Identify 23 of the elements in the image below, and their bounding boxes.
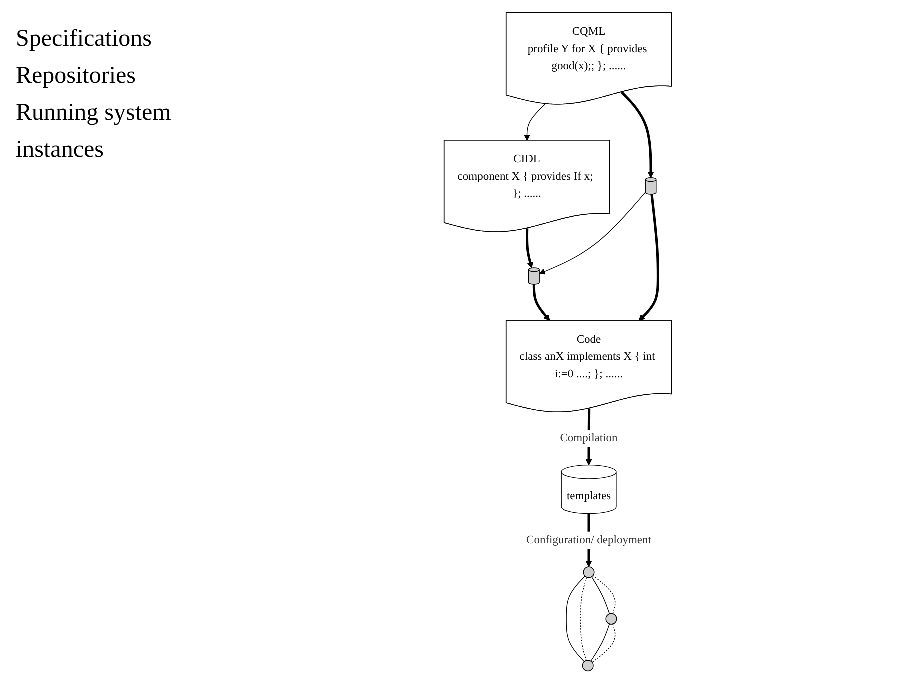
section-label: Specifications — [16, 26, 153, 53]
arrow — [620, 92, 654, 178]
connector — [590, 624, 610, 662]
section-label: instances — [16, 137, 105, 164]
node-cylinder — [645, 178, 657, 195]
node-circle — [582, 660, 594, 672]
section-label: Running system — [16, 100, 172, 127]
connector — [580, 577, 588, 662]
edge-label: Compilation — [560, 432, 618, 444]
arrow — [526, 228, 534, 268]
edge-label: Configuration/ deployment — [526, 534, 652, 546]
connector — [566, 576, 586, 662]
arrow — [524, 104, 546, 141]
arrow — [539, 192, 646, 275]
arrow — [638, 194, 660, 322]
section-label: Repositories — [16, 63, 137, 90]
connector — [592, 575, 616, 614]
connector — [592, 624, 616, 663]
connector — [591, 576, 610, 614]
node-cylinder — [528, 268, 540, 285]
node-circle — [583, 566, 595, 578]
node-circle — [606, 613, 618, 625]
arrow — [532, 284, 550, 322]
